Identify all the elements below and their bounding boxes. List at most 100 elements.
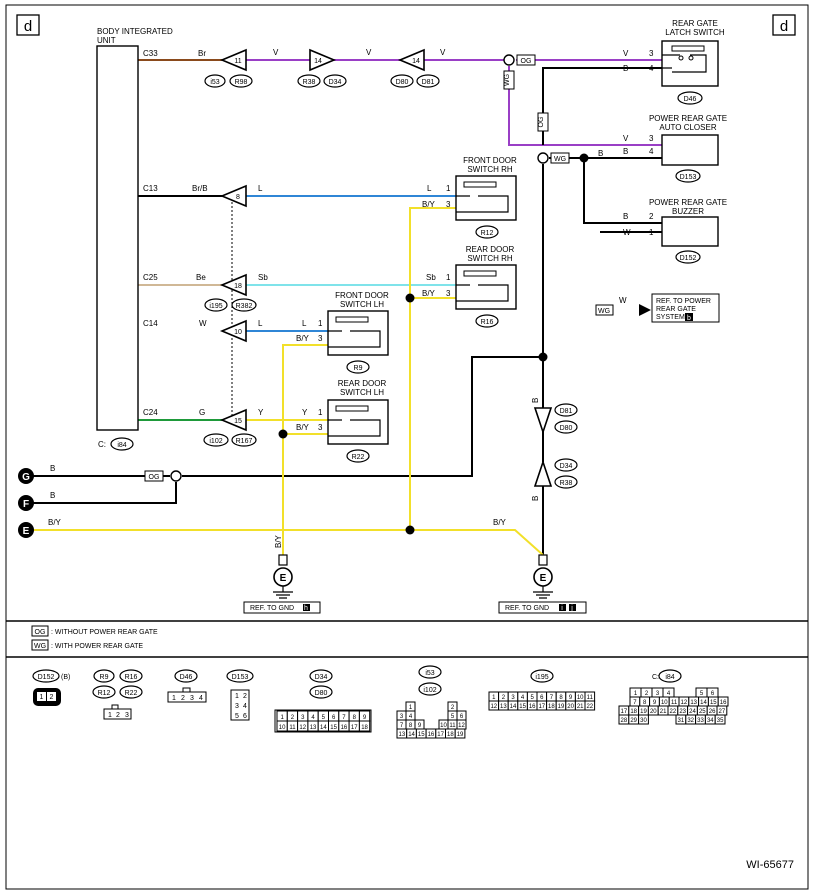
svg-text:1: 1 — [446, 184, 451, 193]
svg-text:REF. TO GND: REF. TO GND — [505, 605, 549, 612]
diagram-frame — [5, 4, 809, 890]
connector-pin-label: 15 — [519, 704, 526, 710]
svg-text:POWER REAR GATE: POWER REAR GATE — [649, 198, 727, 207]
connector-pin-label: 33 — [697, 718, 704, 724]
svg-text:3: 3 — [125, 712, 129, 719]
svg-text:F: F — [23, 499, 29, 510]
svg-text:i53: i53 — [425, 670, 434, 677]
svg-text:R9: R9 — [100, 674, 109, 681]
connector-pin-label: 4 — [409, 714, 413, 720]
connector-d46: D46 1 2 3 4 — [167, 669, 207, 703]
svg-text:3: 3 — [446, 289, 451, 298]
wire-ground-g-link — [182, 356, 543, 477]
svg-text:R22: R22 — [125, 690, 138, 697]
connector-pin-label: 15 — [710, 700, 717, 706]
svg-text:1: 1 — [318, 319, 323, 328]
svg-text:3: 3 — [235, 703, 239, 710]
svg-text:: WITH POWER REAR GATE: : WITH POWER REAR GATE — [51, 643, 143, 650]
svg-text:1: 1 — [172, 695, 176, 702]
svg-text:REAR DOOR: REAR DOOR — [466, 245, 515, 254]
connector-pin-label: 16 — [341, 725, 348, 731]
svg-text:4: 4 — [649, 147, 654, 156]
wire-e-by — [30, 529, 544, 556]
junction-open — [537, 152, 549, 164]
connector-pin-label: 18 — [447, 732, 454, 738]
wire-label: B — [50, 491, 55, 500]
connector-r-group: R9 R16 R12 R22 1 2 3 — [92, 669, 143, 720]
connector-pin-label: 16 — [428, 732, 435, 738]
connector-pin-label: 10 — [440, 723, 447, 729]
junction-open — [170, 470, 182, 482]
svg-text:D80: D80 — [315, 690, 328, 697]
ground-point-g: G — [18, 468, 34, 484]
connector-pin-label: 13 — [500, 704, 507, 710]
connector-pin-label: 12 — [299, 725, 306, 731]
svg-text:R38: R38 — [560, 480, 573, 487]
connector-pin-label: 8 — [643, 700, 647, 706]
body-integrated-unit: BODY INTEGRATED UNIT C: i84 C33 Br C13 B… — [96, 27, 208, 451]
svg-text:D34: D34 — [329, 79, 342, 86]
svg-text:OG: OG — [149, 474, 160, 481]
svg-text:18: 18 — [234, 283, 242, 290]
svg-text:Sb: Sb — [426, 273, 436, 282]
connector-pin-label: 21 — [660, 709, 667, 715]
connector-pin-label: 18 — [548, 704, 555, 710]
svg-text:10: 10 — [234, 329, 242, 336]
svg-text:OG: OG — [538, 117, 545, 128]
svg-text:D46: D46 — [684, 96, 697, 103]
svg-text:1: 1 — [318, 408, 323, 417]
connector-pin-label: 13 — [399, 732, 406, 738]
connector-pin-label: 2 — [502, 695, 506, 701]
svg-text:: WITHOUT POWER REAR GATE: : WITHOUT POWER REAR GATE — [51, 629, 158, 636]
connector-pin-label: 4 — [667, 691, 671, 697]
svg-text:3: 3 — [318, 423, 323, 432]
svg-text:SWITCH LH: SWITCH LH — [340, 300, 384, 309]
wire-closer-violet — [508, 66, 662, 146]
junction-dot — [278, 429, 288, 439]
connector-pin-label: 24 — [689, 709, 696, 715]
og-tag: OG — [516, 54, 536, 66]
terminal-color: G — [199, 408, 205, 417]
svg-text:R382: R382 — [236, 303, 253, 310]
svg-text:B/Y: B/Y — [422, 289, 436, 298]
connector-pin-label: 15 — [330, 725, 337, 731]
junction-open — [503, 54, 515, 66]
connector-pin — [638, 714, 649, 725]
connector-oval: i84 — [110, 437, 134, 451]
svg-text:R9: R9 — [354, 365, 363, 372]
wire-label: B — [598, 149, 603, 158]
connector-pin-label: 11 — [449, 723, 456, 729]
svg-text:i102: i102 — [423, 687, 436, 694]
svg-text:SYSTEM: SYSTEM — [656, 314, 685, 321]
svg-text:i84: i84 — [665, 674, 674, 681]
wg-tag-horizontal: WG — [550, 152, 570, 164]
connector-pin-label: 16 — [720, 700, 727, 706]
connector-pin — [358, 720, 371, 732]
svg-text:AUTO CLOSER: AUTO CLOSER — [659, 123, 716, 132]
connector-pin-label: 22 — [586, 704, 593, 710]
connector-pin-label: 7 — [400, 723, 404, 729]
connector-pin-label: 8 — [559, 695, 563, 701]
svg-text:REF. TO POWER: REF. TO POWER — [656, 298, 711, 305]
connector-pin-label: 9 — [653, 700, 657, 706]
svg-text:11: 11 — [234, 58, 241, 65]
svg-text:R12: R12 — [481, 230, 494, 237]
svg-text:OG: OG — [35, 629, 46, 636]
svg-text:REAR GATE: REAR GATE — [672, 19, 718, 28]
svg-text:WG: WG — [554, 156, 566, 163]
svg-text:C:: C: — [652, 674, 659, 681]
svg-text:SWITCH RH: SWITCH RH — [467, 254, 513, 263]
wire-label: Y — [258, 408, 264, 417]
svg-text:i195: i195 — [209, 303, 222, 310]
connector-pin-label: 12 — [458, 723, 465, 729]
svg-text:REAR DOOR: REAR DOOR — [338, 379, 387, 388]
svg-text:R98: R98 — [235, 79, 248, 86]
svg-text:2: 2 — [181, 695, 185, 702]
connector-pin-label: 19 — [457, 732, 464, 738]
svg-text:R22: R22 — [352, 454, 365, 461]
connector-pin-label: 17 — [437, 732, 444, 738]
legend: OG : WITHOUT POWER REAR GATE WG : WITH P… — [31, 625, 158, 651]
connector-pin-label: 1 — [634, 691, 638, 697]
wire-by-rh-front — [409, 207, 456, 530]
